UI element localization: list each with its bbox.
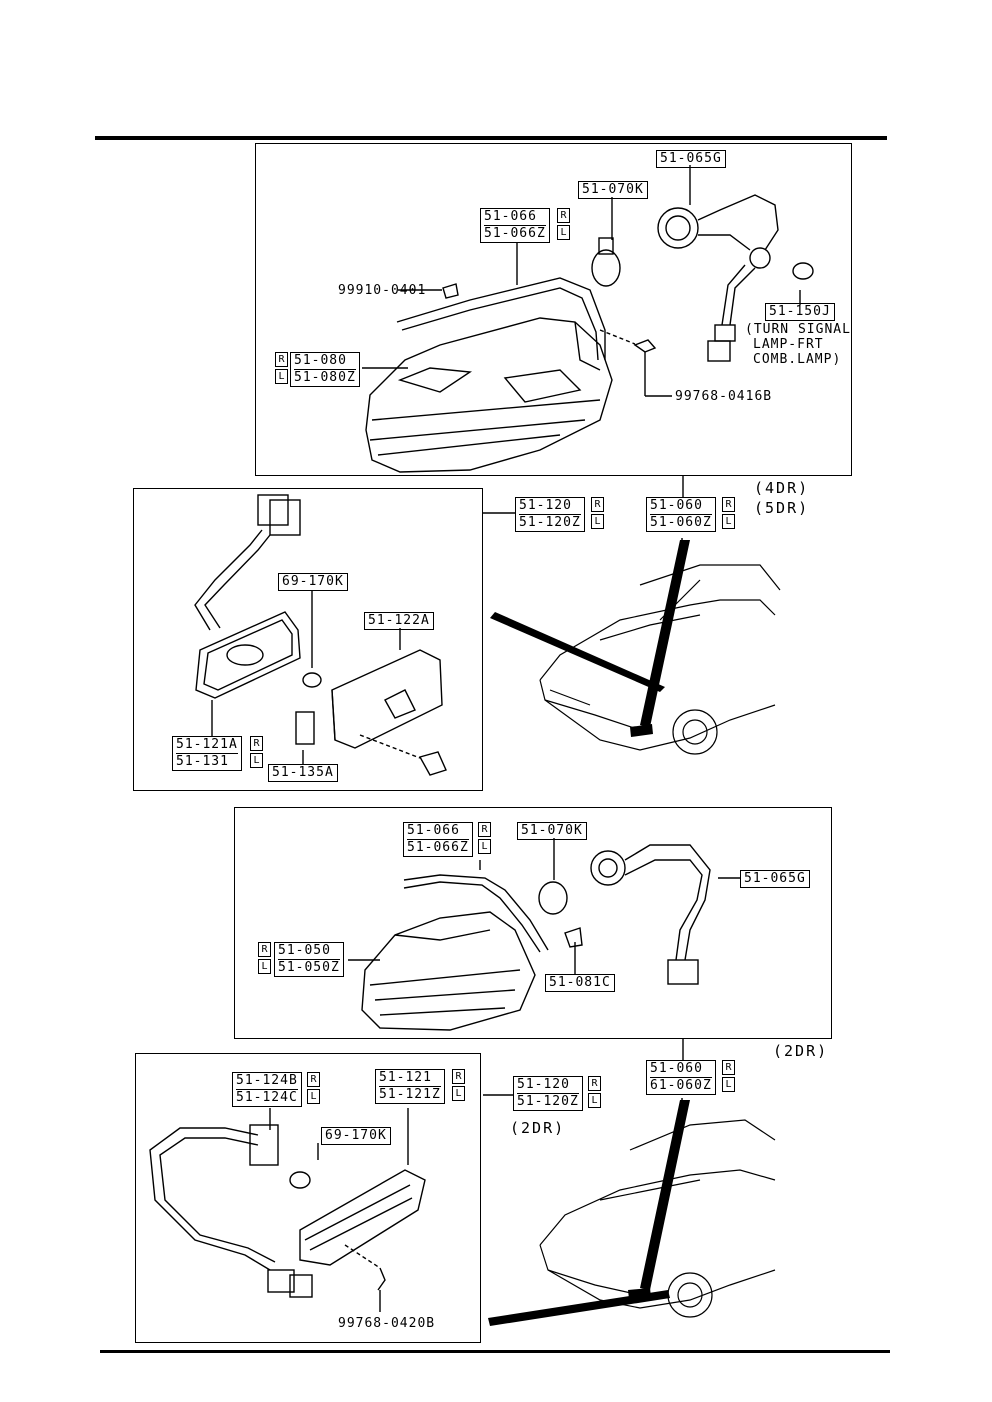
side-markers: R L xyxy=(478,822,491,856)
part-label-side-marker: 51-121 51-121Z xyxy=(375,1069,445,1104)
side-r: R xyxy=(722,1060,735,1075)
part-label-pad: 51-135A xyxy=(268,764,338,782)
part-label-screw: 99768-0420B xyxy=(338,1316,436,1331)
part-label-bulb: 51-070K xyxy=(578,181,648,199)
body-type-4dr: (4DR) xyxy=(754,479,810,497)
side-markers: R L xyxy=(722,497,735,531)
side-r: R xyxy=(591,497,604,512)
side-markers: R L xyxy=(722,1060,735,1094)
side-markers: R L xyxy=(591,497,604,531)
part-label-socket: 51-065G xyxy=(740,870,810,888)
body-type-5dr: (5DR) xyxy=(754,499,810,517)
part-number-r: 51-124B xyxy=(236,1073,298,1088)
part-number-r: 51-060 xyxy=(650,498,703,513)
part-number-l: 51-066Z xyxy=(484,225,546,241)
part-label-harness: 51-150J xyxy=(765,303,835,321)
side-l: L xyxy=(258,959,271,974)
side-l: L xyxy=(478,839,491,854)
part-number-l: 51-080Z xyxy=(294,369,356,385)
body-type-2dr: (2DR) xyxy=(510,1119,566,1137)
side-markers: R L xyxy=(258,942,271,976)
part-number-l: 51-066Z xyxy=(407,839,469,855)
side-l: L xyxy=(588,1093,601,1108)
part-label-bulb: 51-070K xyxy=(517,822,587,840)
note-line-1: (TURN SIGNAL xyxy=(745,322,851,337)
part-label-bulb: 69-170K xyxy=(278,573,348,591)
side-r: R xyxy=(588,1076,601,1091)
part-number-l: 51-131 xyxy=(176,753,238,770)
bottom-rule xyxy=(100,1350,890,1353)
side-l: L xyxy=(452,1086,465,1101)
side-l: L xyxy=(307,1089,320,1104)
part-number-l: 51-124C xyxy=(236,1089,298,1105)
part-label-side-marker: 51-121A 51-131 xyxy=(172,736,242,771)
side-r: R xyxy=(258,942,271,957)
side-markers: R L xyxy=(250,736,263,770)
side-markers: R L xyxy=(588,1076,601,1110)
panel-side-marker-2dr xyxy=(135,1053,481,1343)
ref-comb-lamp: 51-060 61-060Z xyxy=(646,1060,716,1095)
part-label-socket: 51-124B 51-124C xyxy=(232,1072,302,1107)
side-l: L xyxy=(275,369,288,384)
panel-front-comb-lamp-4dr xyxy=(255,143,852,476)
part-label-bulb: 69-170K xyxy=(321,1127,391,1145)
part-number-r: 51-066 xyxy=(484,209,537,224)
part-number-l: 51-120Z xyxy=(517,1093,579,1109)
part-label-gasket: 51-066 51-066Z xyxy=(480,208,550,243)
part-number-l: 51-121Z xyxy=(379,1086,441,1102)
part-label-lamp-unit: 51-080 51-080Z xyxy=(290,352,360,387)
side-r: R xyxy=(478,822,491,837)
part-label-screw: 99768-0416B xyxy=(675,389,773,404)
ref-side-marker: 51-120 51-120Z xyxy=(513,1076,583,1111)
side-r: R xyxy=(275,352,288,367)
part-label-lamp-unit: 51-050 51-050Z xyxy=(274,942,344,977)
note-line-2: LAMP-FRT xyxy=(753,337,824,352)
part-number-l: 51-120Z xyxy=(519,514,581,530)
side-r: R xyxy=(452,1069,465,1084)
side-markers: R L xyxy=(557,208,570,242)
body-type-2dr: (2DR) xyxy=(773,1042,829,1060)
top-rule xyxy=(95,136,887,140)
part-number-r: 51-120 xyxy=(519,498,572,513)
side-l: L xyxy=(591,514,604,529)
side-markers: R L xyxy=(307,1072,320,1106)
part-number-r: 51-121 xyxy=(379,1070,432,1085)
side-r: R xyxy=(250,736,263,751)
part-label-lens: 51-122A xyxy=(364,612,434,630)
part-number-r: 51-060 xyxy=(650,1061,703,1076)
side-l: L xyxy=(250,753,263,768)
part-number-r: 51-066 xyxy=(407,823,460,838)
part-label-screw: 51-081C xyxy=(545,974,615,992)
side-r: R xyxy=(307,1072,320,1087)
part-number-r: 51-121A xyxy=(176,737,238,752)
part-number-l: 51-060Z xyxy=(650,514,712,530)
side-markers: R L xyxy=(275,352,288,386)
part-number-r: 51-120 xyxy=(517,1077,570,1092)
part-number-r: 51-050 xyxy=(278,943,331,958)
part-number-l: 51-050Z xyxy=(278,959,340,975)
side-l: L xyxy=(722,1077,735,1092)
ref-side-marker: 51-120 51-120Z xyxy=(515,497,585,532)
side-r: R xyxy=(557,208,570,223)
side-r: R xyxy=(722,497,735,512)
side-l: L xyxy=(557,225,570,240)
part-label-socket: 51-065G xyxy=(656,150,726,168)
note-line-3: COMB.LAMP) xyxy=(753,352,842,367)
side-markers: R L xyxy=(452,1069,465,1103)
part-number-l: 61-060Z xyxy=(650,1077,712,1093)
ref-comb-lamp: 51-060 51-060Z xyxy=(646,497,716,532)
part-label-gasket: 51-066 51-066Z xyxy=(403,822,473,857)
part-number-r: 51-080 xyxy=(294,353,347,368)
part-label-clip: 99910-0401 xyxy=(338,283,427,298)
side-l: L xyxy=(722,514,735,529)
panel-side-marker-4dr xyxy=(133,488,483,791)
panel-front-comb-lamp-2dr xyxy=(234,807,832,1039)
